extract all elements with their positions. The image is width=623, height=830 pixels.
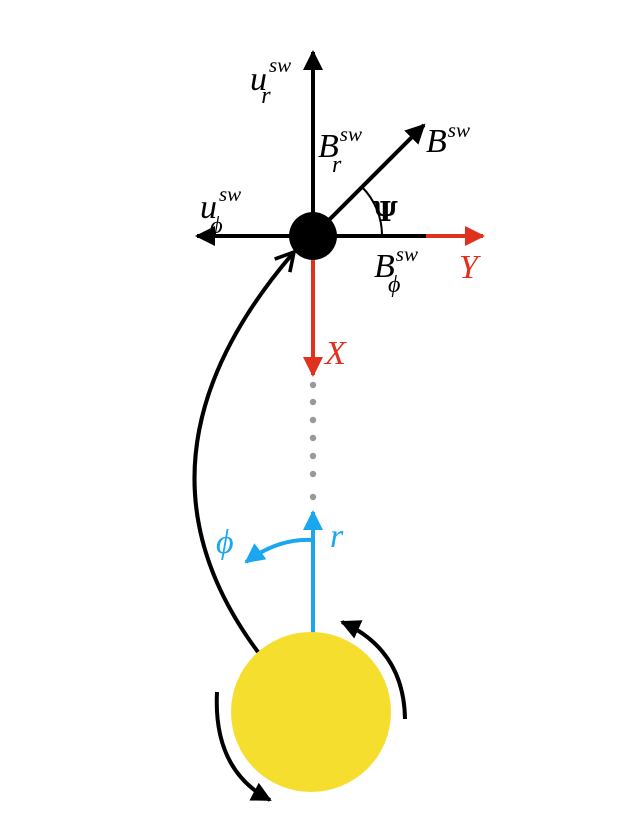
sun-rotation-arrow-left [214, 691, 272, 802]
sun [231, 632, 391, 792]
distance-dots [309, 381, 317, 501]
psi-angle-arc [361, 186, 384, 237]
earth-dot [289, 212, 337, 260]
sun-phi-arrow [244, 537, 314, 564]
label-axis-x: X [323, 335, 347, 372]
sun-rotation-arrow-right [340, 620, 407, 720]
sun-to-earth-curve [192, 249, 297, 654]
label-b-sw: Bsw [426, 118, 470, 160]
label-axis-y: Y [459, 249, 481, 286]
label-psi: Ψ [373, 197, 398, 228]
b-sw-arrow [311, 123, 426, 238]
label-sun-r: r [330, 518, 344, 555]
label-sun-phi: ϕ [216, 524, 234, 561]
